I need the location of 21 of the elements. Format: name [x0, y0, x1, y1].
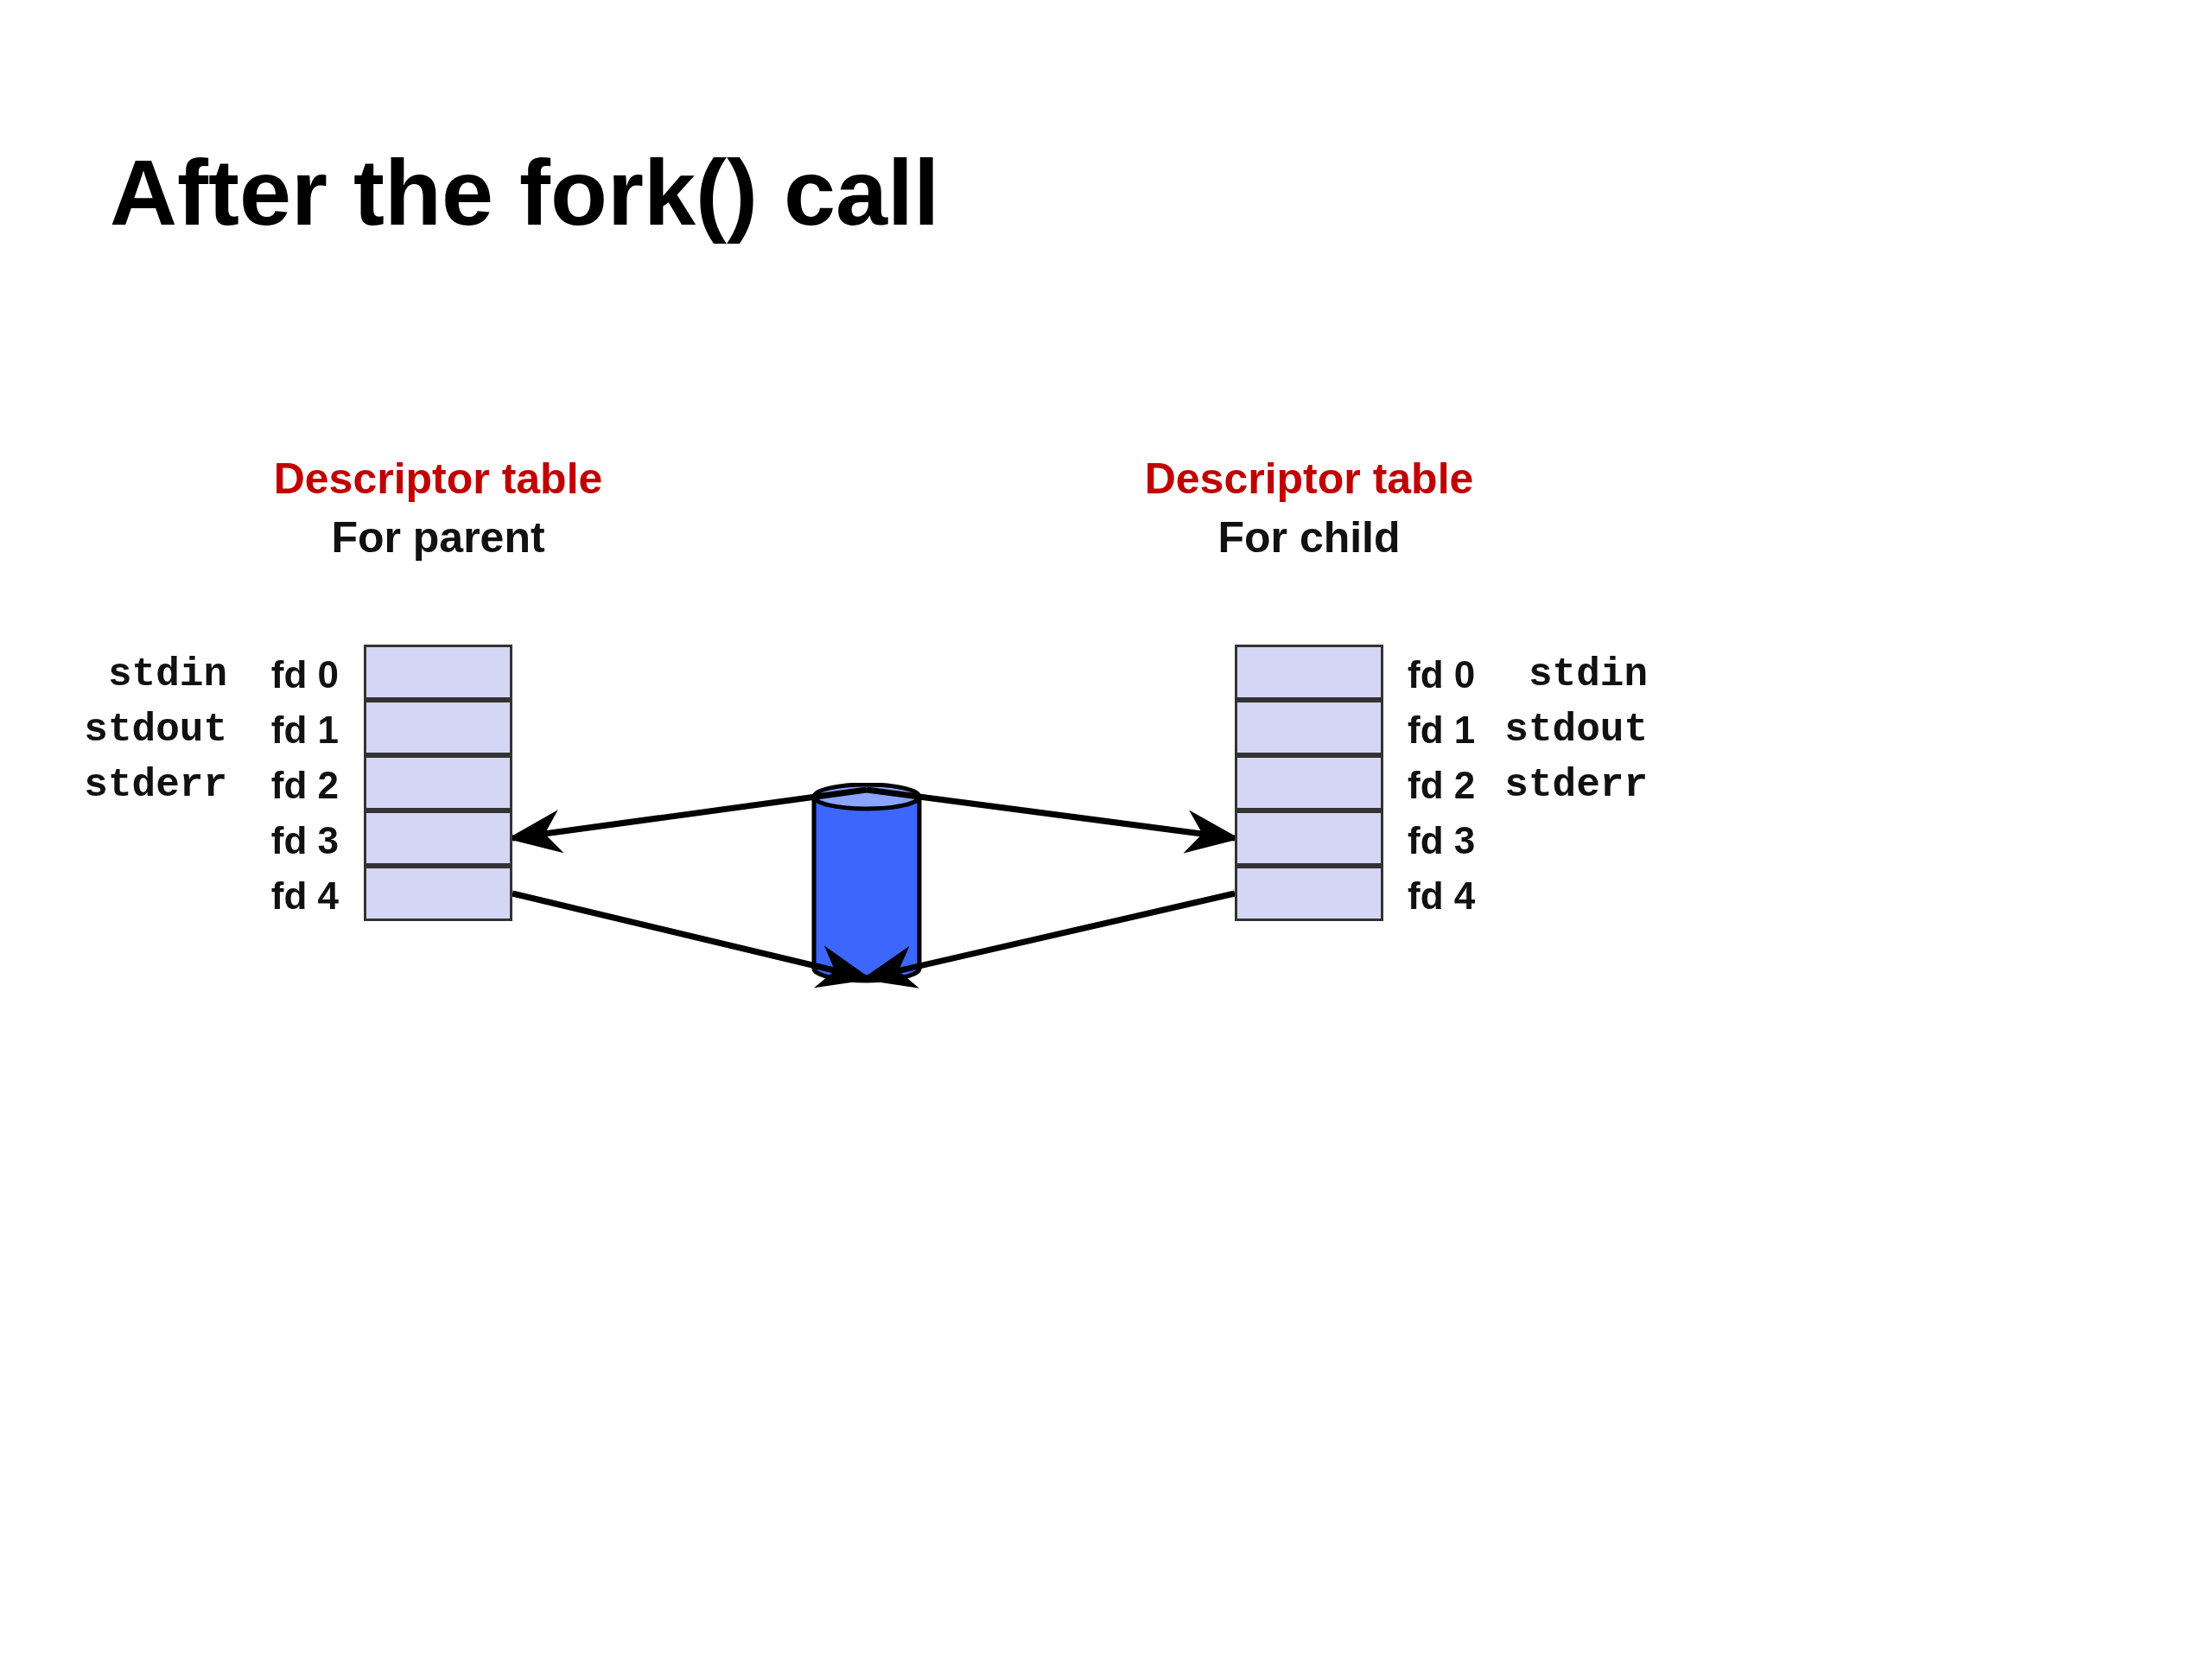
stream-label: stderr [84, 762, 227, 810]
stream-label: stdout [84, 707, 227, 754]
stream-label: stderr [1504, 762, 1648, 810]
descriptor-label: fd 1 [270, 708, 339, 753]
descriptor-label: fd 4 [1408, 874, 1476, 918]
table-subheading: For child [1217, 512, 1401, 563]
descriptor-label: fd 3 [1408, 818, 1476, 863]
table-heading: Descriptor table [1144, 454, 1474, 505]
stream-label: stdin [107, 652, 227, 699]
descriptor-label: fd 0 [270, 652, 339, 697]
stream-label: stdout [1504, 707, 1648, 754]
descriptor-label: fd 2 [270, 763, 339, 808]
descriptor-label: fd 1 [1408, 708, 1476, 753]
descriptor-label: fd 4 [270, 874, 339, 918]
descriptor-label: fd 2 [1408, 763, 1476, 808]
stream-label: stdin [1528, 652, 1648, 699]
descriptor-label: fd 3 [270, 818, 339, 863]
table-subheading: For parent [331, 512, 545, 563]
table-heading: Descriptor table [273, 454, 603, 505]
descriptor-label: fd 0 [1408, 652, 1476, 697]
title: After the fork() call [110, 139, 940, 246]
